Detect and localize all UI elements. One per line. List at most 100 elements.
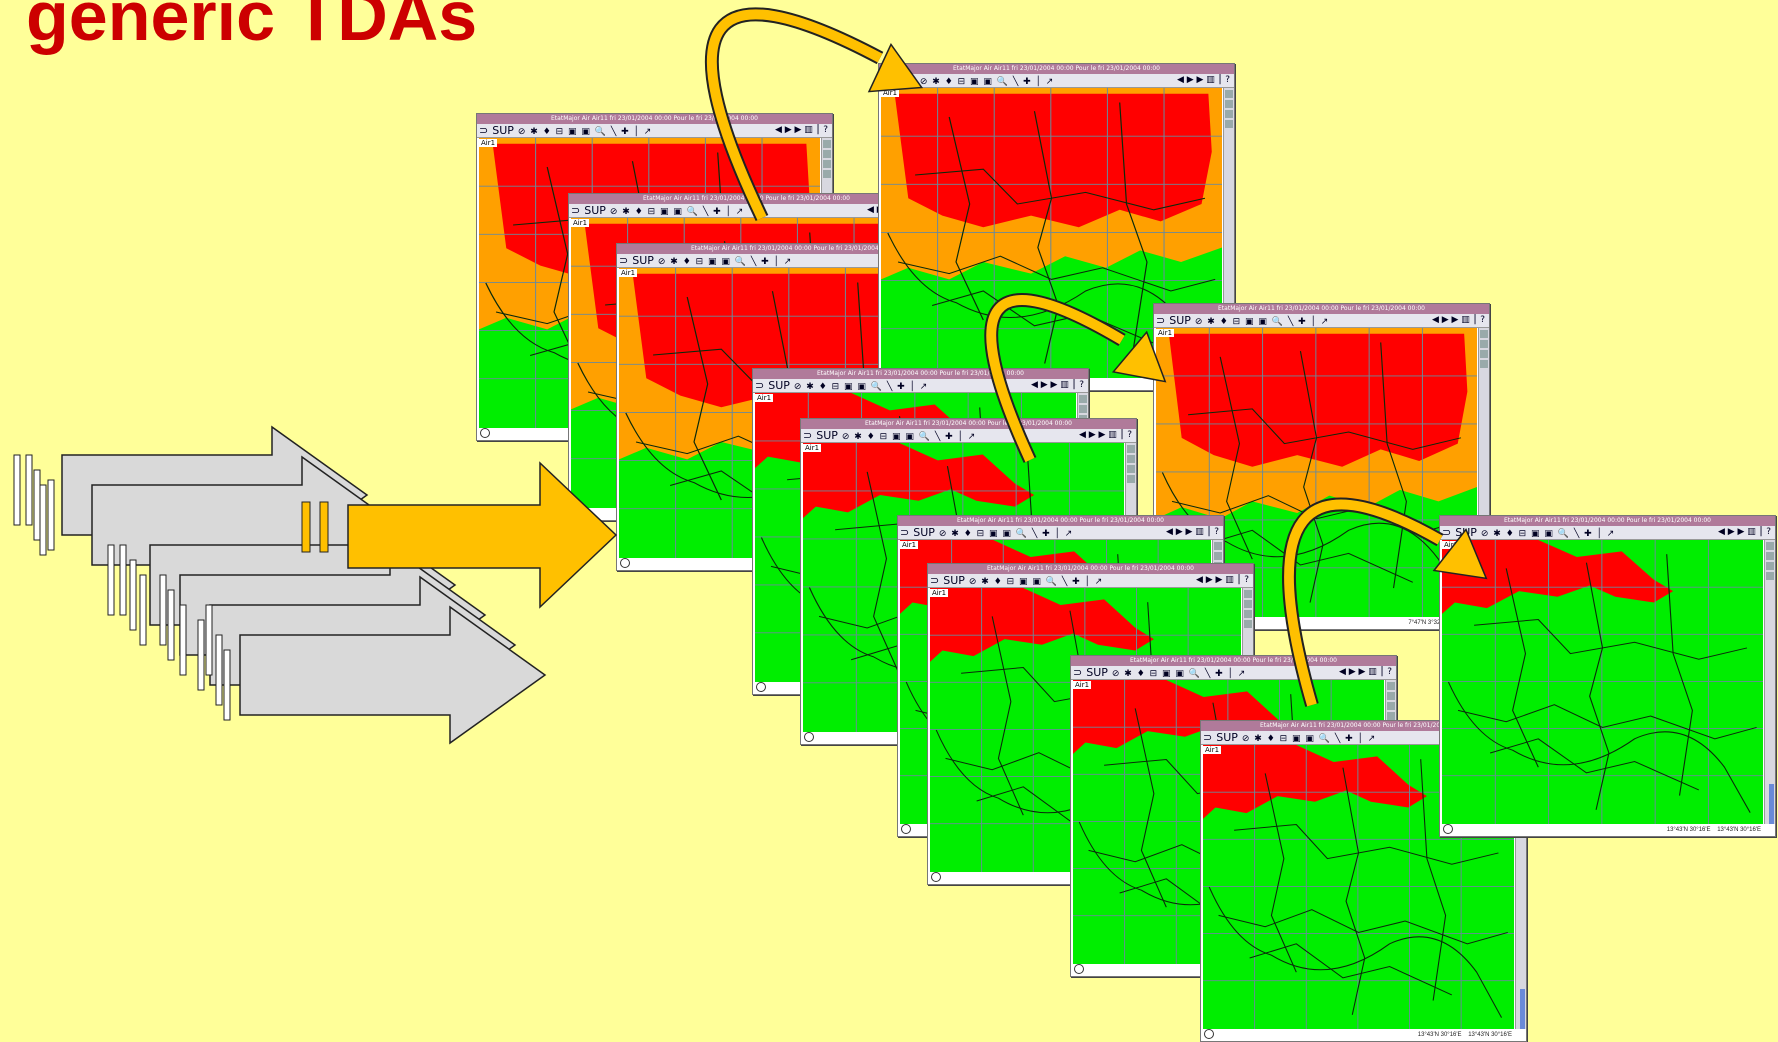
toolbar-label[interactable]: SUP — [816, 429, 838, 442]
window-titlebar[interactable]: EtatMajor Air Air11 fri 23/01/2004 00:00… — [617, 244, 972, 254]
map-panel[interactable] — [1442, 540, 1763, 824]
layer-label[interactable]: Air1 — [1203, 746, 1222, 754]
layer-label[interactable]: Air1 — [900, 541, 919, 549]
corner-icon[interactable] — [804, 732, 814, 742]
window-titlebar[interactable]: EtatMajor Air Air11 fri 23/01/2004 00:00… — [801, 419, 1136, 429]
scrollbar[interactable] — [1520, 989, 1525, 1029]
layer-label[interactable]: Air1 — [1073, 681, 1092, 689]
undo-icon[interactable]: ⊃ — [930, 574, 940, 587]
window-toolbar[interactable]: ⊃SUP⊘ ✱ ♦ ⊟ ▣ ▣ 🔍 ╲ ✚ │ ↗ ◀ ▶ ▶ ▥ ⎮ ? — [879, 74, 1234, 88]
toolbar-icons[interactable]: ⊘ ✱ ♦ ⊟ ▣ ▣ 🔍 ╲ ✚ │ ↗ — [1480, 529, 1616, 539]
window-toolbar[interactable]: ⊃SUP⊘ ✱ ♦ ⊟ ▣ ▣ 🔍 ╲ ✚ │ ↗ ◀ ▶ ▶ ▥ ⎮ ? — [928, 574, 1253, 588]
window-titlebar[interactable]: EtatMajor Air Air11 fri 23/01/2004 00:00… — [898, 516, 1223, 526]
window-toolbar[interactable]: ⊃SUP⊘ ✱ ♦ ⊟ ▣ ▣ 🔍 ╲ ✚ │ ↗ ◀ ▶ ▶ ▥ ⎮ ? — [1440, 526, 1775, 540]
tda-window[interactable]: EtatMajor Air Air11 fri 23/01/2004 00:00… — [1439, 515, 1776, 837]
corner-icon[interactable] — [931, 872, 941, 882]
toolbar-label[interactable]: SUP — [1086, 666, 1108, 679]
toolbar-right-icons[interactable]: ◀ ▶ ▶ ▥ ⎮ ? — [1431, 315, 1485, 325]
undo-icon[interactable]: ⊃ — [619, 254, 629, 267]
toolbar-icons[interactable]: ⊘ ✱ ♦ ⊟ ▣ ▣ 🔍 ╲ ✚ │ ↗ — [841, 432, 977, 442]
undo-icon[interactable]: ⊃ — [803, 429, 813, 442]
toolbar-icons[interactable]: ⊘ ✱ ♦ ⊟ ▣ ▣ 🔍 ╲ ✚ │ ↗ — [609, 207, 745, 217]
toolbar-right-icons[interactable]: ◀ ▶ ▶ ▥ ⎮ ? — [1078, 430, 1132, 440]
undo-icon[interactable]: ⊃ — [1203, 731, 1213, 744]
undo-icon[interactable]: ⊃ — [881, 74, 891, 87]
toolbar-icons[interactable]: ⊘ ✱ ♦ ⊟ ▣ ▣ 🔍 ╲ ✚ │ ↗ — [919, 77, 1055, 87]
corner-icon[interactable] — [901, 824, 911, 834]
undo-icon[interactable]: ⊃ — [571, 204, 581, 217]
layer-label[interactable]: Air1 — [1442, 541, 1461, 549]
toolbar-right-icons[interactable]: ◀ ▶ ▶ ▥ ⎮ ? — [1030, 380, 1084, 390]
toolbar-right-icons[interactable]: ◀ ▶ ▶ ▥ ⎮ ? — [1338, 667, 1392, 677]
toolbar-icons[interactable]: ⊘ ✱ ♦ ⊟ ▣ ▣ 🔍 ╲ ✚ │ ↗ — [517, 127, 653, 137]
window-toolbar[interactable]: ⊃SUP⊘ ✱ ♦ ⊟ ▣ ▣ 🔍 ╲ ✚ │ ↗ ◀ ▶ ▶ ▥ ⎮ ? — [801, 429, 1136, 443]
coordinate-readout: 13°43'N 30°16'E — [1717, 827, 1761, 833]
window-titlebar[interactable]: EtatMajor Air Air11 fri 23/01/2004 00:00… — [1154, 304, 1489, 314]
corner-icon[interactable] — [756, 682, 766, 692]
toolbar-label[interactable]: SUP — [913, 526, 935, 539]
toolbar-right-icons[interactable]: ◀ ▶ ▶ ▥ ⎮ ? — [1165, 527, 1219, 537]
toolbar-label[interactable]: SUP — [943, 574, 965, 587]
layer-label[interactable]: Air1 — [881, 89, 900, 97]
toolbar-right-icons[interactable]: ◀ ▶ ▶ ▥ ⎮ ? — [1176, 75, 1230, 85]
toolbar-icons[interactable]: ⊘ ✱ ♦ ⊟ ▣ ▣ 🔍 ╲ ✚ │ ↗ — [657, 257, 793, 267]
window-toolbar[interactable]: ⊃SUP⊘ ✱ ♦ ⊟ ▣ ▣ 🔍 ╲ ✚ │ ↗ ◀ ▶ ▶ ▥ ⎮ ? — [1071, 666, 1396, 680]
bar-glyph — [223, 649, 231, 721]
corner-icon[interactable] — [620, 558, 630, 568]
toolbar-right-icons[interactable]: ◀ ▶ ▶ ▥ ⎮ ? — [1195, 575, 1249, 585]
toolbar-label[interactable]: SUP — [632, 254, 654, 267]
layer-label[interactable]: Air1 — [755, 394, 774, 402]
toolbar-label[interactable]: SUP — [584, 204, 606, 217]
window-toolbar[interactable]: ⊃SUP⊘ ✱ ♦ ⊟ ▣ ▣ 🔍 ╲ ✚ │ ↗ ◀ ▶ ▶ ▥ ⎮ ? — [477, 124, 832, 138]
toolbar-right-icons[interactable]: ◀ ▶ ▶ ▥ ⎮ ? — [774, 125, 828, 135]
corner-icon[interactable] — [1443, 824, 1453, 834]
window-titlebar[interactable]: EtatMajor Air Air11 fri 23/01/2004 00:00… — [1440, 516, 1775, 526]
corner-icon[interactable] — [480, 428, 490, 438]
undo-icon[interactable]: ⊃ — [755, 379, 765, 392]
side-toolbar[interactable] — [1223, 88, 1234, 390]
toolbar-label[interactable]: SUP — [768, 379, 790, 392]
layer-label[interactable]: Air1 — [571, 219, 590, 227]
scrollbar[interactable] — [1769, 784, 1774, 824]
window-toolbar[interactable]: ⊃SUP⊘ ✱ ♦ ⊟ ▣ ▣ 🔍 ╲ ✚ │ ↗◀ ▶ ▶ ▥ ⎮ ? — [569, 204, 924, 218]
window-toolbar[interactable]: ⊃SUP⊘ ✱ ♦ ⊟ ▣ ▣ 🔍 ╲ ✚ │ ↗ ◀ ▶ ▶ ▥ ⎮ ? — [753, 379, 1088, 393]
toolbar-icons[interactable]: ⊘ ✱ ♦ ⊟ ▣ ▣ 🔍 ╲ ✚ │ ↗ — [968, 577, 1104, 587]
side-toolbar[interactable] — [1478, 328, 1489, 629]
window-titlebar[interactable]: EtatMajor Air Air11 fri 23/01/2004 00:00… — [569, 194, 924, 204]
toolbar-label[interactable]: SUP — [1169, 314, 1191, 327]
toolbar-icons[interactable]: ⊘ ✱ ♦ ⊟ ▣ ▣ 🔍 ╲ ✚ │ ↗ — [1241, 734, 1377, 744]
side-toolbar[interactable] — [1764, 540, 1775, 836]
corner-icon[interactable] — [572, 508, 582, 518]
layer-label[interactable]: Air1 — [930, 589, 949, 597]
window-toolbar[interactable]: ⊃SUP⊘ ✱ ♦ ⊟ ▣ ▣ 🔍 ╲ ✚ │ ↗ ◀ ▶ ▶ ▥ ⎮ ? — [1154, 314, 1489, 328]
corner-icon[interactable] — [1204, 1029, 1214, 1039]
undo-icon[interactable]: ⊃ — [1073, 666, 1083, 679]
toolbar-right-icons[interactable]: ◀ ▶ ▶ ▥ ⎮ ? — [1717, 527, 1771, 537]
toolbar-label[interactable]: SUP — [894, 74, 916, 87]
layer-label[interactable]: Air1 — [803, 444, 822, 452]
undo-icon[interactable]: ⊃ — [1156, 314, 1166, 327]
undo-icon[interactable]: ⊃ — [1442, 526, 1452, 539]
toolbar-label[interactable]: SUP — [1455, 526, 1477, 539]
window-toolbar[interactable]: ⊃SUP⊘ ✱ ♦ ⊟ ▣ ▣ 🔍 ╲ ✚ │ ↗ ◀ ▶ ▶ ▥ ⎮ ? — [898, 526, 1223, 540]
toolbar-icons[interactable]: ⊘ ✱ ♦ ⊟ ▣ ▣ 🔍 ╲ ✚ │ ↗ — [793, 382, 929, 392]
toolbar-icons[interactable]: ⊘ ✱ ♦ ⊟ ▣ ▣ 🔍 ╲ ✚ │ ↗ — [1194, 317, 1330, 327]
window-titlebar[interactable]: EtatMajor Air Air11 fri 23/01/2004 00:00… — [753, 369, 1088, 379]
window-titlebar[interactable]: EtatMajor Air Air11 fri 23/01/2004 00:00… — [879, 64, 1234, 74]
undo-icon[interactable]: ⊃ — [479, 124, 489, 137]
window-titlebar[interactable]: EtatMajor Air Air11 fri 23/01/2004 00:00… — [477, 114, 832, 124]
tda-window[interactable]: EtatMajor Air Air11 fri 23/01/2004 00:00… — [1200, 720, 1527, 1042]
toolbar-icons[interactable]: ⊘ ✱ ♦ ⊟ ▣ ▣ 🔍 ╲ ✚ │ ↗ — [1111, 669, 1247, 679]
window-titlebar[interactable]: EtatMajor Air Air11 fri 23/01/2004 00:00… — [928, 564, 1253, 574]
layer-label[interactable]: Air1 — [1156, 329, 1175, 337]
toolbar-icons[interactable]: ⊘ ✱ ♦ ⊟ ▣ ▣ 🔍 ╲ ✚ │ ↗ — [938, 529, 1074, 539]
window-titlebar[interactable]: EtatMajor Air Air11 fri 23/01/2004 00:00… — [1201, 721, 1526, 731]
undo-icon[interactable]: ⊃ — [900, 526, 910, 539]
window-titlebar[interactable]: EtatMajor Air Air11 fri 23/01/2004 00:00… — [1071, 656, 1396, 666]
layer-label[interactable]: Air1 — [619, 269, 638, 277]
high-risk-band — [1442, 540, 1674, 614]
layer-label[interactable]: Air1 — [479, 139, 498, 147]
toolbar-label[interactable]: SUP — [492, 124, 514, 137]
corner-icon[interactable] — [1074, 964, 1084, 974]
toolbar-label[interactable]: SUP — [1216, 731, 1238, 744]
